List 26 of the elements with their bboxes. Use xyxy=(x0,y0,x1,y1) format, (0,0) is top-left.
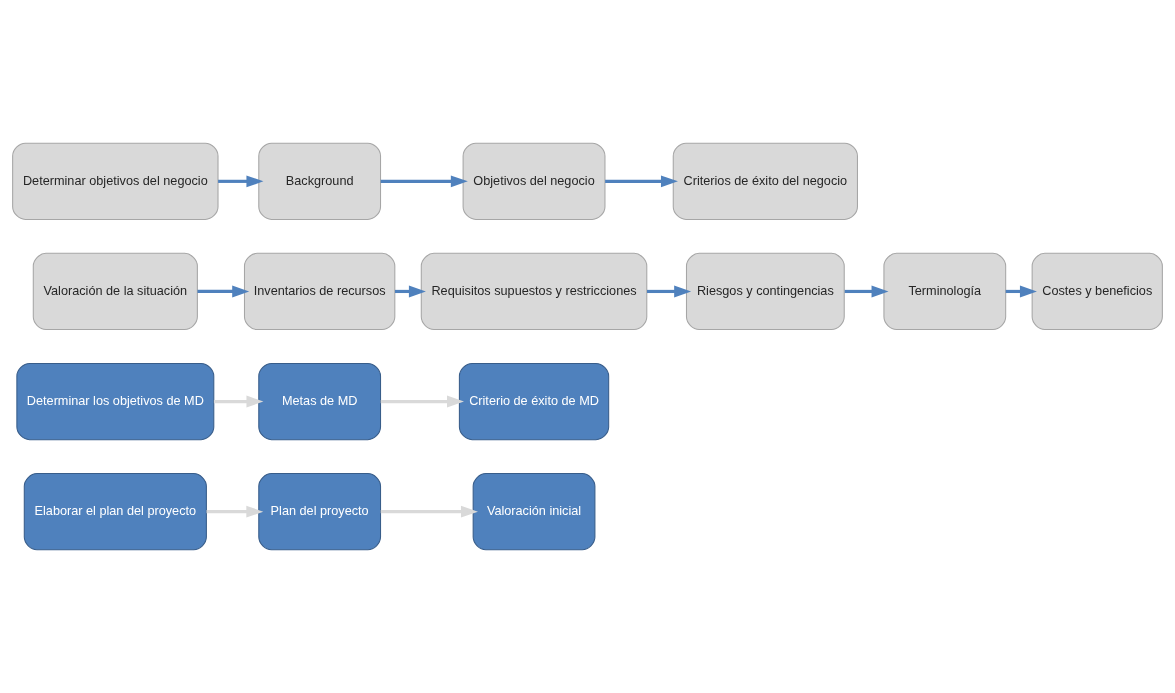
arrow xyxy=(647,285,692,298)
node-box: Plan del proyecto xyxy=(258,473,382,551)
arrow xyxy=(844,285,889,298)
arrow xyxy=(213,395,264,408)
arrow xyxy=(206,505,264,518)
node-box: Determinar objetivos del negocio xyxy=(12,142,219,220)
arrow xyxy=(380,175,468,188)
arrow xyxy=(380,395,464,408)
node-box: Criterio de éxito de MD xyxy=(458,362,610,441)
node-box: Objetivos del negocio xyxy=(462,142,606,220)
node-box: Criterios de éxito del negocio xyxy=(672,142,858,220)
node-box: Valoración de la situación xyxy=(32,252,198,331)
arrow xyxy=(197,285,250,298)
node-box: Background xyxy=(258,142,382,220)
node-box: Riesgos y contingencias xyxy=(685,252,845,331)
node-box: Costes y beneficios xyxy=(1031,252,1163,331)
node-box: Terminología xyxy=(883,252,1007,331)
node-box: Inventarios de recursos xyxy=(243,252,396,331)
node-box: Elaborar el plan del proyecto xyxy=(23,473,207,551)
node-box: Requisitos supuestos y restricciones xyxy=(420,252,648,331)
arrow xyxy=(605,175,678,188)
arrow xyxy=(380,505,478,518)
node-box: Metas de MD xyxy=(258,362,382,441)
node-box: Determinar los objetivos de MD xyxy=(16,362,215,441)
arrow xyxy=(218,175,264,188)
node-box: Valoración inicial xyxy=(472,473,596,551)
